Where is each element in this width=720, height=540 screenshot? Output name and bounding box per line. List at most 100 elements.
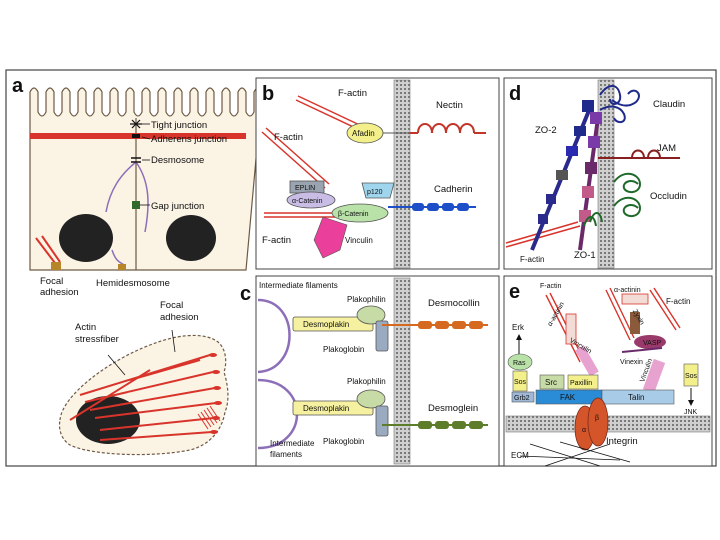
- e-label-grb2: Grb2: [514, 395, 530, 402]
- c-label-plakophilin-1: Plakophilin: [347, 295, 386, 304]
- plakoglobin-1: [375, 320, 389, 352]
- panel-d-letter: d: [509, 83, 521, 105]
- e-label-paxillin: Paxillin: [570, 380, 592, 387]
- gap-junction-marker: [132, 201, 140, 209]
- cadherin-protein: [388, 203, 476, 211]
- panel-b-frame: [255, 77, 500, 270]
- vinculin-2-box: [642, 358, 666, 394]
- panel-a-letter: a: [12, 75, 24, 97]
- hemidesmosome-plaque: [118, 264, 126, 270]
- e-label-sos-2: Sos: [685, 373, 698, 380]
- intermediate-filament-top: [257, 298, 291, 374]
- zo1-chain: [578, 112, 602, 251]
- sos-2-box: [683, 363, 699, 387]
- e-label-fak: FAK: [560, 393, 576, 402]
- talin-box: [601, 389, 675, 405]
- b-label-factin-top: F-actin: [338, 88, 367, 99]
- e-label-ecm: ECM: [511, 451, 529, 460]
- d-actin: [505, 221, 581, 248]
- p120-protein: [361, 182, 395, 199]
- adherens-marker: [132, 134, 140, 138]
- vinculin-1-box: [575, 345, 599, 377]
- b-label-beta-catenin: β-Catenin: [338, 211, 369, 218]
- label-gap-junction: Gap junction: [151, 201, 204, 212]
- e-label-factin-1: F-actin: [540, 283, 562, 290]
- label-focal-adhesion-line2: adhesion: [40, 287, 79, 298]
- d-label-zo1: ZO-1: [574, 250, 596, 261]
- panel-b: b F-actin F-actin F-actin Afadin Nectin …: [255, 77, 500, 270]
- d-label-occludin: Occludin: [650, 191, 687, 202]
- integrin-beta: [587, 397, 609, 447]
- label-focal-adhesion-2: Focal: [160, 300, 183, 311]
- c-label-intermediate-bottom-line2: filaments: [270, 450, 302, 459]
- label-focal-adhesion-2-line2: adhesion: [160, 312, 199, 323]
- e-label-factin-2: F-actin: [666, 297, 690, 306]
- panel-c-letter: c: [240, 283, 251, 305]
- alpha-actinin-1-box: [565, 313, 577, 345]
- plakophilin-1: [356, 305, 386, 325]
- c-label-plakoglobin-1: Plakoglobin: [323, 345, 364, 354]
- zo2-chain: [530, 100, 594, 251]
- b-actin-filaments: [261, 95, 365, 218]
- b-label-nectin: Nectin: [436, 100, 463, 111]
- e-label-talin: Talin: [628, 393, 644, 402]
- ras-blob: [507, 353, 533, 371]
- b-label-p120: p120: [367, 189, 383, 196]
- nectin-protein: [410, 123, 486, 134]
- panel-a: a Tight junction Adherens junction Desmo…: [12, 75, 263, 456]
- d-label-factin: F-actin: [520, 255, 544, 264]
- vinculin-protein: [313, 216, 348, 259]
- b-label-alpha-catenin: α-Catenin: [292, 198, 323, 205]
- leader-stressfiber: [107, 354, 126, 376]
- erk-arrow-head: [516, 334, 522, 340]
- c-label-desmoglein: Desmoglein: [428, 403, 478, 414]
- integrin-beta-symbol: β: [595, 415, 599, 422]
- c-label-desmoplakin-1: Desmoplakin: [303, 320, 349, 329]
- vinexin-link: [621, 347, 663, 353]
- label-actin-stressfiber-line2: stressfiber: [75, 334, 119, 345]
- nucleus-left: [59, 214, 113, 262]
- plakophilin-2: [356, 389, 386, 409]
- b-label-afadin: Afadin: [352, 129, 375, 138]
- membrane-b: [393, 79, 411, 269]
- b-label-eplin: EPLIN: [295, 185, 315, 192]
- d-label-zo2: ZO-2: [535, 125, 557, 136]
- c-label-desmocollin: Desmocollin: [428, 298, 480, 309]
- d-label-claudin: Claudin: [653, 99, 685, 110]
- occludin-protein: [583, 172, 642, 227]
- panel-e: e α β: [503, 275, 713, 467]
- membrane-c: [393, 277, 411, 465]
- claudin-protein: [599, 85, 640, 124]
- label-tight-junction: Tight junction: [151, 120, 207, 131]
- panel-b-letter: b: [262, 83, 274, 105]
- e-label-erk: Erk: [512, 323, 525, 332]
- label-adherens-junction: Adherens junction: [151, 134, 227, 145]
- src-box: [539, 374, 565, 390]
- panel-c: c Intermediate filaments Plakophilin De: [240, 275, 500, 467]
- label-hemidesmosome: Hemidesmosome: [96, 278, 170, 289]
- b-label-vinculin: Vinculin: [345, 236, 373, 245]
- c-label-plakophilin-2: Plakophilin: [347, 377, 386, 386]
- desmocollin-protein: [382, 321, 488, 329]
- ecm-fibers: [519, 441, 631, 467]
- label-actin-stressfiber: Actin: [75, 322, 96, 333]
- c-label-plakoglobin-2: Plakoglobin: [323, 437, 364, 446]
- desmosome-marker: [131, 157, 141, 163]
- panel-e-letter: e: [509, 281, 520, 303]
- jnk-arrow-head: [688, 400, 694, 406]
- panel-d: d: [503, 77, 713, 270]
- lamellipodium-actin: [197, 405, 221, 430]
- focal-adhesion-plaque: [51, 262, 61, 270]
- c-label-intermediate-bottom: Intermediate: [270, 439, 315, 448]
- plakoglobin-2: [375, 405, 389, 437]
- jam-protein: [598, 149, 680, 159]
- integrin-alpha-symbol: α: [582, 427, 586, 434]
- focal-actin-1: [35, 237, 56, 264]
- vasp-blob: [634, 335, 666, 349]
- desmoglein-protein: [382, 421, 488, 429]
- e-label-integrin: Integrin: [606, 436, 638, 447]
- d-label-jam: JAM: [657, 143, 676, 154]
- e-label-ras: Ras: [513, 360, 526, 367]
- e-label-jnk: JNK: [684, 409, 698, 416]
- leader-focal-2: [171, 329, 176, 353]
